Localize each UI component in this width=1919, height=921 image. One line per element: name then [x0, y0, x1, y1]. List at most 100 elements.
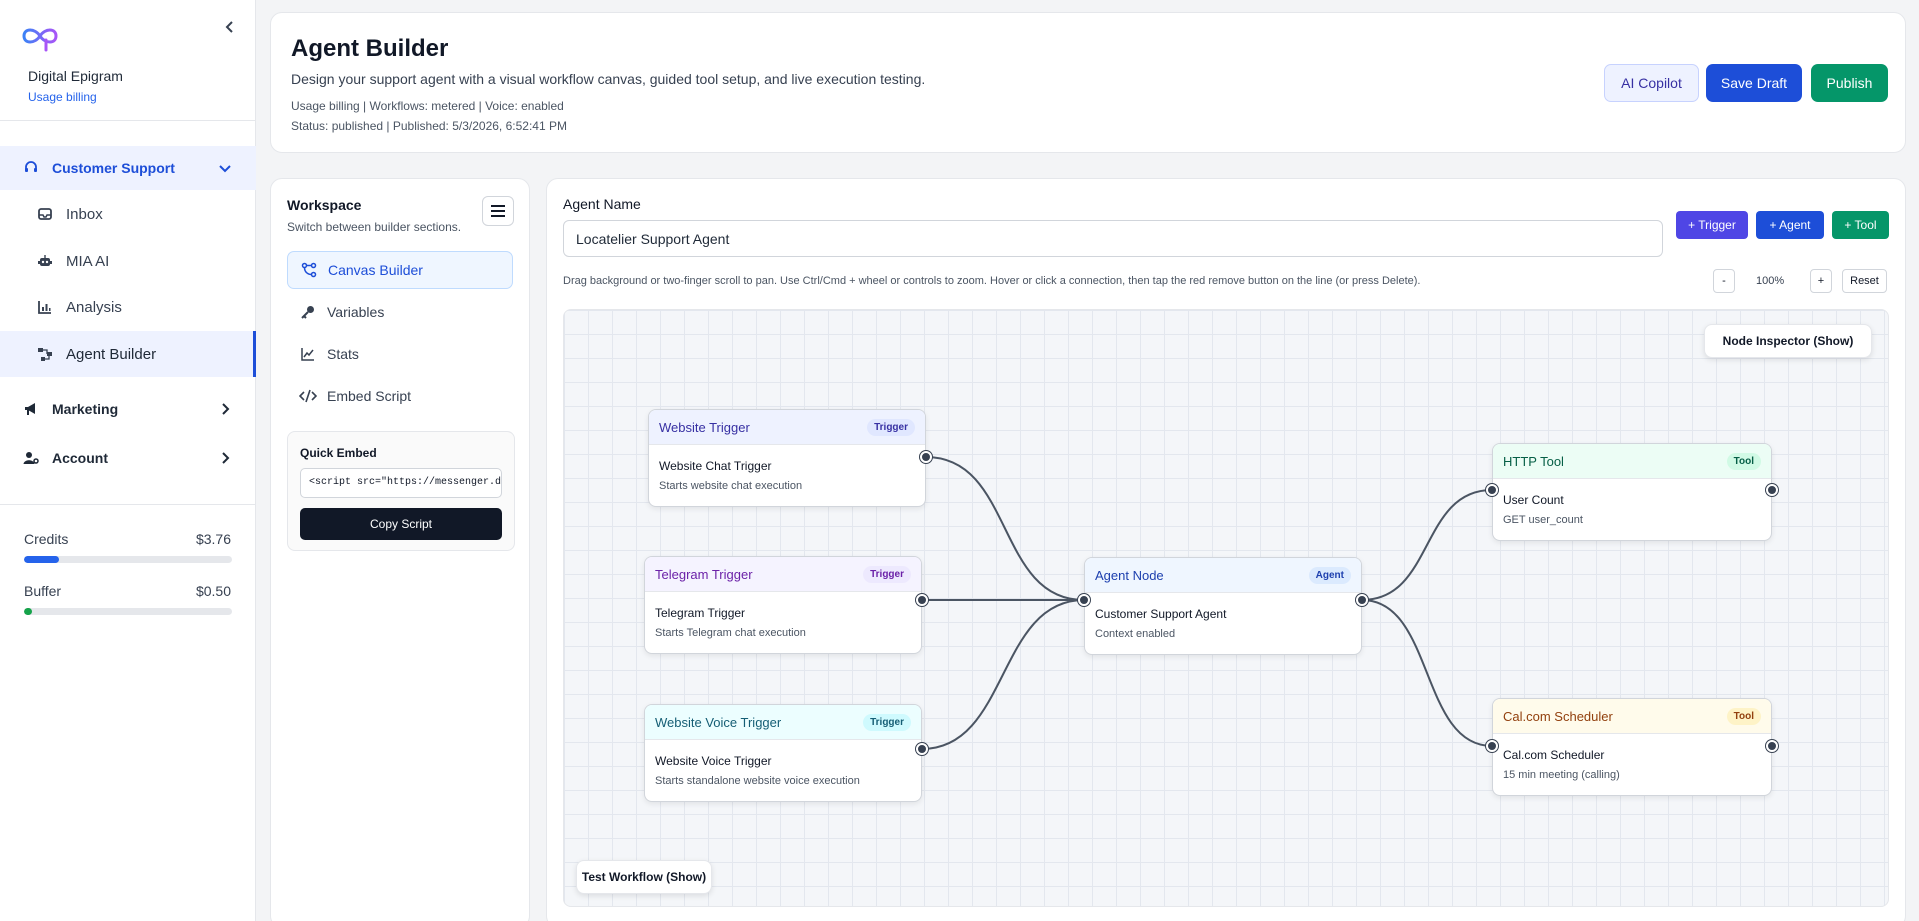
nav-group-marketing[interactable]: Marketing: [0, 387, 256, 431]
nav-group-account[interactable]: Account: [0, 436, 256, 480]
divider: [0, 504, 256, 505]
node-badge: Tool: [1726, 452, 1761, 470]
buffer-value: $0.50: [195, 583, 231, 599]
input-port[interactable]: [1078, 594, 1090, 606]
node-head-label: Website Voice Trigger: [655, 714, 782, 730]
node-agent[interactable]: Agent Node Agent Customer Support Agent …: [1084, 557, 1362, 655]
headset-icon: [22, 159, 40, 177]
node-header: Telegram Trigger Trigger: [645, 557, 921, 592]
logo-icon[interactable]: [20, 20, 60, 52]
credits-bar: [24, 556, 232, 563]
workspace-subtitle: Switch between builder sections.: [287, 220, 462, 234]
sidebar-item-label: Inbox: [66, 205, 103, 223]
megaphone-icon: [22, 400, 40, 418]
credits-bar-fill: [24, 556, 60, 563]
ws-item-label: Canvas Builder: [328, 262, 423, 278]
node-http-tool[interactable]: HTTP Tool Tool User Count GET user_count: [1492, 443, 1772, 541]
sidebar-item-label: Agent Builder: [66, 345, 157, 363]
output-port[interactable]: [1766, 740, 1778, 752]
node-badge: Agent: [1308, 566, 1351, 584]
canvas-panel: Agent Name + Trigger + Agent + Tool Drag…: [546, 178, 1906, 921]
output-port[interactable]: [916, 743, 928, 755]
embed-script-input[interactable]: <script src="https://messenger.digital: [300, 468, 502, 498]
node-desc: Context enabled: [1095, 628, 1176, 640]
nav-group-label: Customer Support: [52, 160, 175, 176]
workflow-canvas[interactable]: Website Trigger Trigger Website Chat Tri…: [563, 309, 1889, 907]
add-agent-button[interactable]: + Agent: [1756, 211, 1824, 239]
node-head-label: Agent Node: [1095, 567, 1164, 583]
zoom-out-button[interactable]: -: [1713, 269, 1735, 293]
sidebar-item-label: Analysis: [66, 298, 122, 316]
chevron-right-icon: [216, 449, 234, 467]
buffer-label: Buffer: [24, 583, 62, 599]
line-chart-icon: [299, 345, 317, 363]
ws-item-variables[interactable]: Variables: [287, 293, 513, 331]
divider: [0, 120, 256, 121]
connection-line: [925, 456, 1085, 601]
copy-script-button[interactable]: Copy Script: [300, 508, 502, 540]
node-website-trigger[interactable]: Website Trigger Trigger Website Chat Tri…: [648, 409, 926, 507]
header-card: Agent Builder Design your support agent …: [270, 12, 1906, 153]
publish-button[interactable]: Publish: [1811, 64, 1888, 102]
node-title: User Count: [1503, 493, 1564, 507]
test-workflow-toggle[interactable]: Test Workflow (Show): [576, 860, 712, 894]
agent-name-label: Agent Name: [563, 196, 641, 212]
sidebar-item-agent-builder[interactable]: Agent Builder: [0, 331, 256, 377]
ws-item-embed-script[interactable]: Embed Script: [287, 377, 513, 415]
workflow-icon: [300, 261, 318, 279]
node-header: Website Voice Trigger Trigger: [645, 705, 921, 740]
node-title: Cal.com Scheduler: [1503, 748, 1605, 762]
agent-name-input[interactable]: [563, 220, 1663, 257]
node-title: Customer Support Agent: [1095, 607, 1227, 621]
zoom-reset-button[interactable]: Reset: [1842, 269, 1887, 293]
save-draft-button[interactable]: Save Draft: [1706, 64, 1802, 102]
ws-item-stats[interactable]: Stats: [287, 335, 513, 373]
node-desc: Starts Telegram chat execution: [655, 627, 806, 639]
credits-label: Credits: [24, 531, 69, 547]
node-head-label: HTTP Tool: [1503, 453, 1564, 469]
org-name: Digital Epigram: [28, 68, 123, 84]
nav-group-customer-support[interactable]: Customer Support: [0, 146, 256, 190]
ws-item-label: Variables: [327, 304, 385, 320]
add-tool-button[interactable]: + Tool: [1832, 211, 1889, 239]
workspace-panel: Workspace Switch between builder section…: [270, 178, 530, 921]
zoom-in-button[interactable]: +: [1810, 269, 1832, 293]
add-trigger-button[interactable]: + Trigger: [1676, 211, 1748, 239]
input-port[interactable]: [1486, 740, 1498, 752]
node-voice-trigger[interactable]: Website Voice Trigger Trigger Website Vo…: [644, 704, 922, 802]
org-plan-link[interactable]: Usage billing: [28, 90, 97, 104]
zoom-level: 100%: [1756, 275, 1785, 287]
output-port[interactable]: [1766, 484, 1778, 496]
node-header: HTTP Tool Tool: [1493, 444, 1771, 479]
sidebar-item-mia-ai[interactable]: MIA AI: [0, 238, 256, 284]
connection-line: [1361, 489, 1493, 601]
node-header: Website Trigger Trigger: [649, 410, 925, 445]
input-port[interactable]: [1486, 484, 1498, 496]
buffer-bar: [24, 608, 232, 615]
ai-copilot-button[interactable]: AI Copilot: [1604, 64, 1699, 102]
hamburger-icon: [491, 205, 505, 217]
chevron-left-icon: [225, 21, 233, 33]
sidebar-item-label: MIA AI: [66, 252, 110, 270]
sidebar-item-inbox[interactable]: Inbox: [0, 191, 256, 237]
ws-item-canvas-builder[interactable]: Canvas Builder: [287, 251, 513, 289]
node-title: Website Chat Trigger: [659, 459, 772, 473]
sidebar: Digital Epigram Usage billing Customer S…: [0, 0, 256, 921]
output-port[interactable]: [916, 594, 928, 606]
sidebar-item-analysis[interactable]: Analysis: [0, 284, 256, 330]
node-inspector-toggle[interactable]: Node Inspector (Show): [1704, 324, 1872, 358]
node-cal-scheduler[interactable]: Cal.com Scheduler Tool Cal.com Scheduler…: [1492, 698, 1772, 796]
nav-group-label: Account: [52, 450, 108, 466]
output-port[interactable]: [920, 451, 932, 463]
nav-group-label: Marketing: [52, 401, 119, 417]
node-telegram-trigger[interactable]: Telegram Trigger Trigger Telegram Trigge…: [644, 556, 922, 654]
quick-embed-title: Quick Embed: [300, 446, 377, 460]
collapse-sidebar-button[interactable]: [220, 18, 240, 38]
node-desc: Starts standalone website voice executio…: [655, 775, 860, 787]
workspace-menu-button[interactable]: [482, 196, 514, 226]
node-badge: Trigger: [867, 418, 915, 436]
node-badge: Tool: [1726, 707, 1761, 725]
node-title: Telegram Trigger: [655, 606, 746, 620]
connection-line: [921, 599, 1085, 750]
output-port[interactable]: [1356, 594, 1368, 606]
